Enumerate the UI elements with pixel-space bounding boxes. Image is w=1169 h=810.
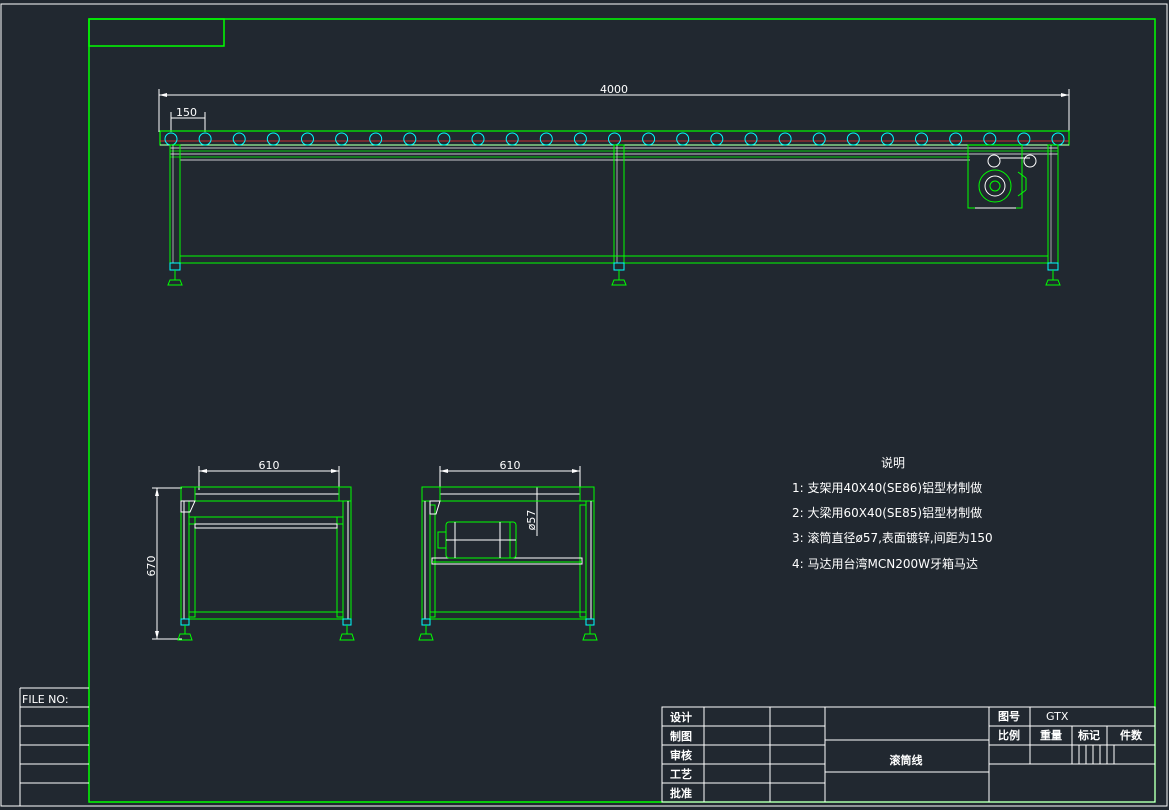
width-dimension-b: 610 bbox=[500, 459, 521, 472]
height-dimension: 670 bbox=[145, 556, 158, 577]
width-dimension-a: 610 bbox=[259, 459, 280, 472]
roller bbox=[983, 132, 997, 146]
role-approve: 批准 bbox=[670, 786, 692, 800]
file-no-strip bbox=[19, 687, 89, 806]
roller bbox=[198, 132, 212, 146]
role-design: 设计 bbox=[670, 710, 692, 724]
roller bbox=[232, 132, 246, 146]
length-dimension: 4000 bbox=[600, 83, 628, 96]
side-view-b: 610 ø57 bbox=[418, 459, 598, 641]
roller bbox=[846, 132, 860, 146]
notes-title: 说明 bbox=[881, 455, 905, 470]
drawing-frame bbox=[88, 18, 1156, 803]
corner-label-box bbox=[88, 18, 225, 47]
roller bbox=[949, 132, 963, 146]
roller bbox=[437, 132, 451, 146]
roller-row bbox=[164, 132, 1065, 146]
front-view: 4000 150 bbox=[158, 83, 1070, 286]
roller bbox=[471, 132, 485, 146]
roller bbox=[1017, 132, 1031, 146]
drawing-name: 滚筒线 bbox=[890, 753, 923, 767]
roller bbox=[539, 132, 553, 146]
roller bbox=[608, 132, 621, 146]
roller bbox=[369, 132, 383, 146]
roller bbox=[335, 132, 349, 146]
roller bbox=[266, 132, 280, 146]
drawing-no-label: 图号 bbox=[998, 710, 1020, 723]
roller bbox=[1051, 132, 1065, 146]
roller bbox=[164, 132, 178, 146]
drawing-no: GTX bbox=[1046, 710, 1069, 723]
weight-label: 重量 bbox=[1040, 728, 1062, 742]
roller bbox=[403, 132, 417, 146]
role-process: 工艺 bbox=[670, 767, 692, 781]
role-draw: 制图 bbox=[670, 729, 692, 743]
roller bbox=[505, 132, 519, 146]
note-3: 3: 滚筒直径ø57,表面镀锌,间距为150 bbox=[792, 530, 993, 545]
roller-diameter-dimension: ø57 bbox=[525, 510, 538, 531]
roller bbox=[642, 132, 656, 146]
roller bbox=[676, 132, 690, 146]
roller bbox=[812, 132, 826, 146]
sheet-border bbox=[0, 3, 1168, 807]
roller bbox=[573, 132, 587, 146]
roller bbox=[744, 132, 758, 146]
scale-label: 比例 bbox=[998, 728, 1020, 742]
side-view-a: 610 670 bbox=[145, 459, 355, 641]
file-no-label: FILE NO: bbox=[22, 693, 69, 706]
note-4: 4: 马达用台湾MCN200W牙箱马达 bbox=[792, 556, 978, 571]
mark-label: 标记 bbox=[1077, 728, 1100, 742]
count-label: 件数 bbox=[1120, 728, 1143, 742]
notes-block: 说明 1: 支架用40X40(SE86)铝型材制做 2: 大梁用60X40(SE… bbox=[792, 455, 993, 571]
drive-motor bbox=[967, 144, 1037, 209]
roller bbox=[710, 132, 724, 146]
roller bbox=[778, 132, 792, 146]
roller bbox=[301, 132, 314, 146]
roller bbox=[915, 132, 928, 146]
note-1: 1: 支架用40X40(SE86)铝型材制做 bbox=[792, 480, 982, 495]
title-block bbox=[661, 706, 1156, 803]
role-check: 审核 bbox=[670, 748, 692, 762]
pitch-dimension: 150 bbox=[176, 106, 197, 119]
note-2: 2: 大梁用60X40(SE85)铝型材制做 bbox=[792, 505, 982, 520]
roller bbox=[880, 132, 894, 146]
